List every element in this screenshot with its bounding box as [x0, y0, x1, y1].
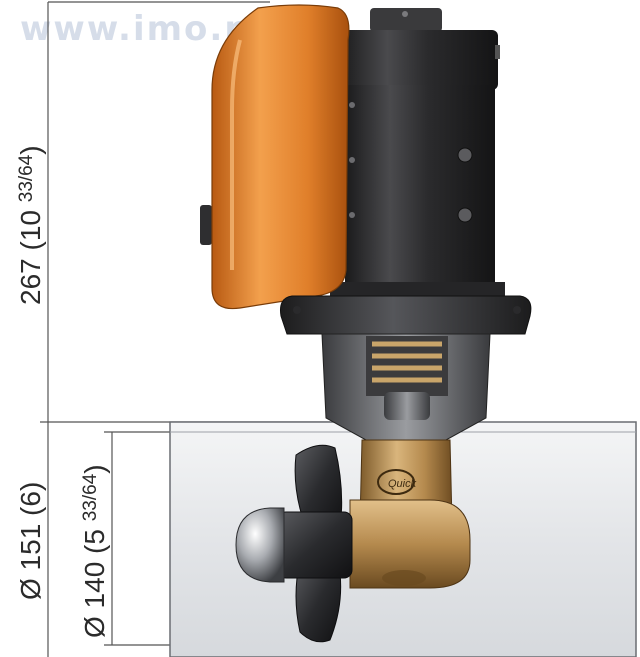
- brand-logo-outline: [377, 469, 415, 495]
- motor-terminal-bolt: [457, 207, 473, 223]
- motor-base-ring: [330, 282, 505, 298]
- motor-top-cap: [370, 8, 442, 32]
- brand-logo: Quick: [388, 478, 417, 490]
- motor-upper-housing: [340, 30, 498, 90]
- motor-side-screw: [349, 157, 355, 163]
- gear-leg: Quick: [349, 439, 471, 589]
- propeller-nose-cone: [235, 507, 285, 583]
- tunnel-inner-fraction: 33/64: [80, 473, 101, 521]
- flange-bolt: [513, 306, 521, 314]
- propeller-hub: [277, 511, 353, 579]
- motor-side-lug: [495, 45, 500, 59]
- gear-housing-shadow: [382, 570, 426, 586]
- overall-height-close: ): [15, 145, 46, 154]
- tunnel-outer-label: Ø 151 (6): [15, 482, 46, 600]
- drive-coupling-spring: [372, 341, 442, 383]
- propeller-blade-lower: [295, 559, 342, 643]
- cover-highlight: [230, 39, 242, 270]
- propeller-blade-upper: [294, 444, 343, 529]
- cover-hinge: [200, 205, 212, 245]
- tunnel-inner-label: Ø 140 (5 33/64): [79, 464, 110, 638]
- propeller: [235, 444, 353, 643]
- motor-terminal-bolt: [457, 147, 473, 163]
- motor-top-bolt: [402, 11, 408, 17]
- electric-motor: [330, 8, 505, 298]
- tunnel-inner-main: Ø 140 (5: [79, 521, 110, 638]
- drive-shaft-coupling: [384, 392, 430, 420]
- motor-side-screw: [349, 212, 355, 218]
- intermediate-bracket: [321, 333, 491, 441]
- motor-main-housing: [345, 85, 495, 290]
- gear-housing-torpedo: [349, 499, 471, 589]
- cover-shell: [211, 4, 350, 310]
- flange-bolt: [293, 306, 301, 314]
- mounting-flange: [280, 295, 532, 335]
- motor-side-screw: [349, 102, 355, 108]
- overall-height-main: 267 (10: [15, 202, 46, 305]
- overall-height-fraction: 33/64: [16, 154, 37, 202]
- overall-height-label: 267 (10 33/64): [15, 145, 46, 305]
- tunnel-inner-close: ): [79, 464, 110, 473]
- motor-cover: [200, 4, 350, 310]
